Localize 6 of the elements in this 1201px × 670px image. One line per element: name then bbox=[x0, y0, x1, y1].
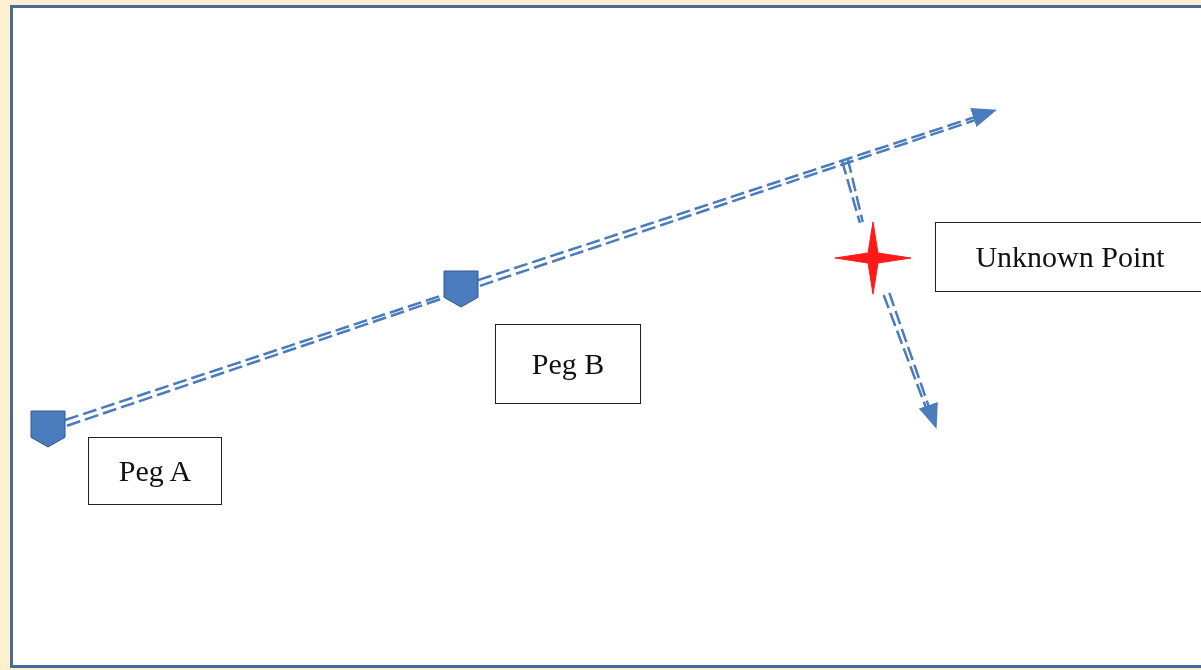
label-box: Unknown Point bbox=[935, 222, 1201, 292]
label-box: Peg B bbox=[495, 324, 641, 404]
star-marker bbox=[835, 222, 911, 294]
label-box: Peg A bbox=[88, 437, 222, 505]
dashed-line bbox=[840, 157, 864, 225]
dashed-arrow bbox=[882, 291, 938, 429]
